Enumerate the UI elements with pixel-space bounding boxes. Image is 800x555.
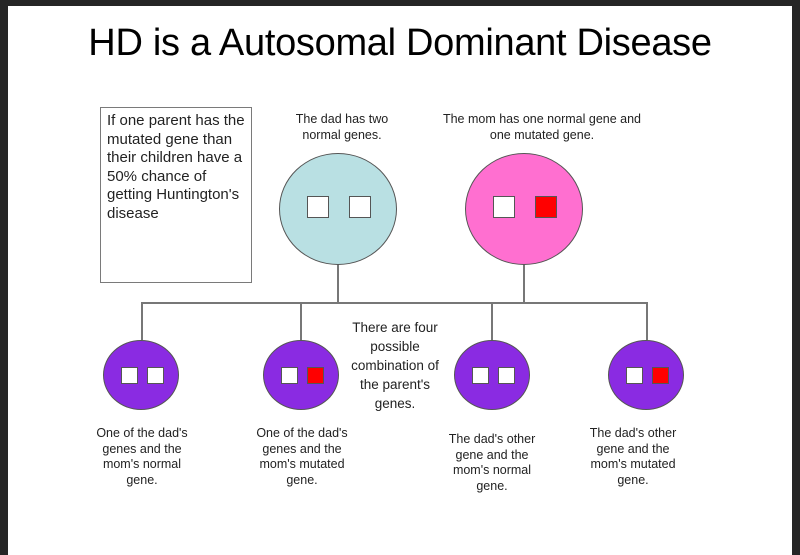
- child3-stem-line: [491, 302, 493, 340]
- dad-gene-2: [349, 196, 371, 218]
- family-horizontal-line: [141, 302, 648, 304]
- mom-stem-line: [523, 262, 525, 302]
- child1-gene-2: [147, 367, 164, 384]
- child2-stem-line: [300, 302, 302, 340]
- child2-gene-1: [281, 367, 298, 384]
- child3-gene-1: [472, 367, 489, 384]
- child-label-2: One of the dad's genes and the mom's mut…: [256, 426, 348, 487]
- child1-gene-1: [121, 367, 138, 384]
- slide-title: HD is a Autosomal Dominant Disease: [88, 22, 712, 64]
- dad-gene-1: [307, 196, 329, 218]
- child-circle-3: [454, 340, 530, 410]
- child4-gene-1: [626, 367, 643, 384]
- child4-gene-2: [652, 367, 669, 384]
- child-circle-2: [263, 340, 339, 410]
- child-label-1: One of the dad's genes and the mom's nor…: [96, 426, 188, 487]
- dad-stem-line: [337, 262, 339, 302]
- child3-gene-2: [498, 367, 515, 384]
- mom-label: The mom has one normal gene and one muta…: [442, 112, 642, 142]
- mom-gene-2: [535, 196, 557, 218]
- child4-stem-line: [646, 302, 648, 340]
- child1-stem-line: [141, 302, 143, 340]
- child-label-4: The dad's other gene and the mom's mutat…: [589, 426, 677, 487]
- child2-gene-2: [307, 367, 324, 384]
- slide: [8, 6, 792, 555]
- dad-circle: [279, 153, 397, 265]
- dad-label: The dad has two normal genes.: [295, 112, 389, 142]
- mom-gene-1: [493, 196, 515, 218]
- combinations-note: There are four possible combination of t…: [351, 320, 439, 411]
- mom-circle: [465, 153, 583, 265]
- child-circle-4: [608, 340, 684, 410]
- child-label-3: The dad's other gene and the mom's norma…: [448, 432, 536, 493]
- child-circle-1: [103, 340, 179, 410]
- inheritance-note-box: If one parent has the mutated gene than …: [100, 107, 252, 283]
